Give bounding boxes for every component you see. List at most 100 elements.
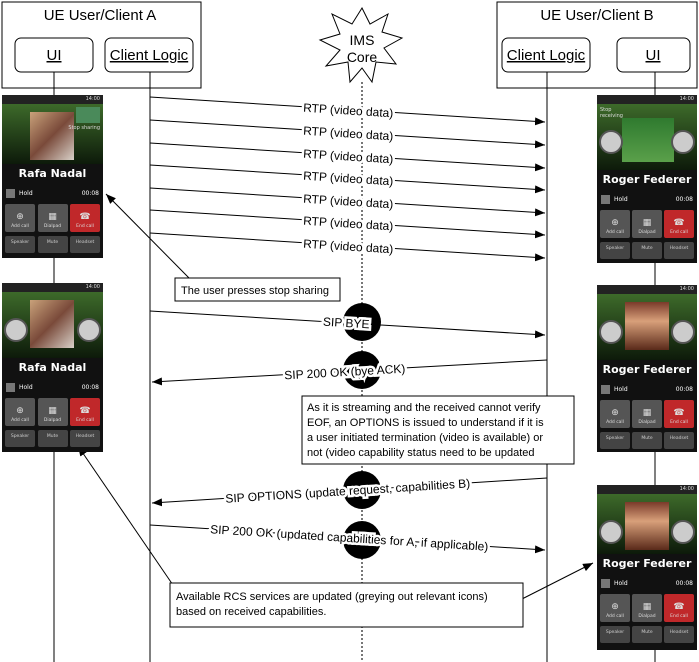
hold-button[interactable]: Hold xyxy=(601,578,628,588)
dialpad-button[interactable]: ▦Dialpad xyxy=(632,594,662,622)
speaker-button[interactable]: Speaker xyxy=(5,236,35,253)
mute-button[interactable]: Mute xyxy=(632,242,662,259)
add-call-button[interactable]: ⊕Add call xyxy=(5,204,35,232)
eye-icon[interactable] xyxy=(671,320,695,344)
sip-options-arrow xyxy=(151,477,548,507)
note-pointer-arrow xyxy=(77,445,176,589)
status-bar: 14:00 xyxy=(597,485,697,494)
add-call-button[interactable]: ⊕Add call xyxy=(600,210,630,238)
dialpad-label: Dialpad xyxy=(43,418,62,423)
dialpad-button[interactable]: ▦Dialpad xyxy=(632,400,662,428)
dialpad-label: Dialpad xyxy=(638,230,656,235)
ims-label-line1: IMS xyxy=(350,32,375,48)
client-b-ui-label: UI xyxy=(646,47,661,64)
hold-row: Hold 00:08 xyxy=(2,184,103,202)
mute-button[interactable]: Mute xyxy=(37,236,68,253)
call-hero xyxy=(2,292,103,358)
video-share-icon[interactable] xyxy=(599,520,623,544)
contact-photo xyxy=(30,112,74,160)
call-timer: 00:08 xyxy=(81,189,99,197)
end-call-button[interactable]: ☎End call xyxy=(664,594,694,622)
sip-200-ok-options-arrow xyxy=(149,524,546,554)
status-clock: 14:00 xyxy=(679,96,694,102)
audio-actions: Speaker Mute Headset xyxy=(597,430,697,451)
headset-button[interactable]: Headset xyxy=(664,242,694,259)
audio-actions: Speaker Mute Headset xyxy=(2,234,103,255)
mute-button[interactable]: Mute xyxy=(37,430,68,447)
hold-button[interactable]: Hold xyxy=(601,384,628,394)
add-call-button[interactable]: ⊕ Add call xyxy=(600,400,630,428)
video-share-icon[interactable] xyxy=(599,320,623,344)
stop-receiving-button[interactable]: Stop receiving xyxy=(600,107,623,119)
hold-button[interactable]: Hold xyxy=(601,194,628,204)
headset-button[interactable]: Headset xyxy=(70,236,100,253)
speaker-button[interactable]: Speaker xyxy=(5,430,35,447)
end-call-button[interactable]: ☎End call xyxy=(664,400,694,428)
hangup-icon: ☎ xyxy=(673,218,685,228)
status-clock: 14:00 xyxy=(85,96,100,102)
video-share-icon[interactable] xyxy=(599,130,623,154)
mute-button[interactable]: Mute xyxy=(632,432,662,449)
dialpad-icon: ▦ xyxy=(48,406,57,416)
status-clock: 14:00 xyxy=(85,284,100,290)
rtp-label: RTP (video data) xyxy=(303,124,394,144)
note-rcs-line: Available RCS services are updated (grey… xyxy=(176,591,488,603)
client-a-title: UE User/Client A xyxy=(44,7,157,24)
status-bar: 14:00 xyxy=(597,285,697,294)
dialpad-button[interactable]: ▦Dialpad xyxy=(632,210,662,238)
end-call-button[interactable]: ☎End call xyxy=(664,210,694,238)
note-pointer-arrow xyxy=(519,562,594,601)
status-bar: 14:00 xyxy=(597,95,697,104)
status-clock: 14:00 xyxy=(679,286,694,292)
rtp-label: RTP (video data) xyxy=(303,101,394,121)
speaker-button[interactable]: Speaker xyxy=(600,242,630,259)
contact-photo xyxy=(625,502,669,550)
hold-label: Hold xyxy=(614,195,628,203)
client-b-logic-label: Client Logic xyxy=(507,47,586,64)
note-rcs-line: based on received capabilities. xyxy=(176,606,326,618)
contact-name: Roger Federer xyxy=(602,363,692,376)
eye-icon[interactable] xyxy=(77,318,101,342)
plus-icon: ⊕ xyxy=(611,408,619,418)
hold-button[interactable]: Hold xyxy=(6,188,33,198)
call-hero xyxy=(597,294,697,360)
audio-actions: Speaker Mute Headset xyxy=(2,428,103,449)
end-call-button[interactable]: ☎End call xyxy=(70,398,100,426)
end-call-button[interactable]: ☎ End call xyxy=(70,204,100,232)
headset-button[interactable]: Headset xyxy=(664,432,694,449)
headset-button[interactable]: Headset xyxy=(70,430,100,447)
call-hero: Stop sharing xyxy=(2,104,103,164)
add-call-button[interactable]: ⊕Add call xyxy=(5,398,35,426)
add-call-label: Add call xyxy=(606,420,624,425)
hangup-icon: ☎ xyxy=(79,212,91,222)
eye-icon[interactable] xyxy=(671,520,695,544)
contact-name: Rafa Nadal xyxy=(18,361,87,374)
dialpad-button[interactable]: ▦Dialpad xyxy=(37,204,68,232)
rtp-arrow xyxy=(149,209,546,239)
speaker-button[interactable]: Speaker xyxy=(600,432,630,449)
eye-icon[interactable] xyxy=(671,130,695,154)
add-call-label: Add call xyxy=(606,614,624,619)
add-call-button[interactable]: ⊕Add call xyxy=(600,594,630,622)
plus-icon: ⊕ xyxy=(16,406,24,416)
speaker-button[interactable]: Speaker xyxy=(600,626,630,643)
client-a-logic-label: Client Logic xyxy=(110,47,189,64)
dialpad-button[interactable]: ▦ Dialpad xyxy=(37,398,68,426)
client-a-logic-box xyxy=(104,37,194,73)
ims-processing-marker xyxy=(343,303,381,341)
video-share-icon[interactable] xyxy=(4,318,28,342)
end-call-label: End call xyxy=(76,224,94,229)
dialpad-icon: ▦ xyxy=(642,408,652,418)
headset-button[interactable]: Headset xyxy=(664,626,694,643)
rtp-arrow xyxy=(149,96,546,126)
mute-button[interactable]: Mute xyxy=(632,626,662,643)
end-call-label: End call xyxy=(670,420,688,425)
stop-sharing-button[interactable]: Stop sharing xyxy=(68,125,100,131)
hold-button[interactable]: Hold xyxy=(6,382,33,392)
dialpad-icon: ▦ xyxy=(48,212,57,222)
call-actions: ⊕Add call ▦Dialpad ☎ End call xyxy=(2,202,103,234)
